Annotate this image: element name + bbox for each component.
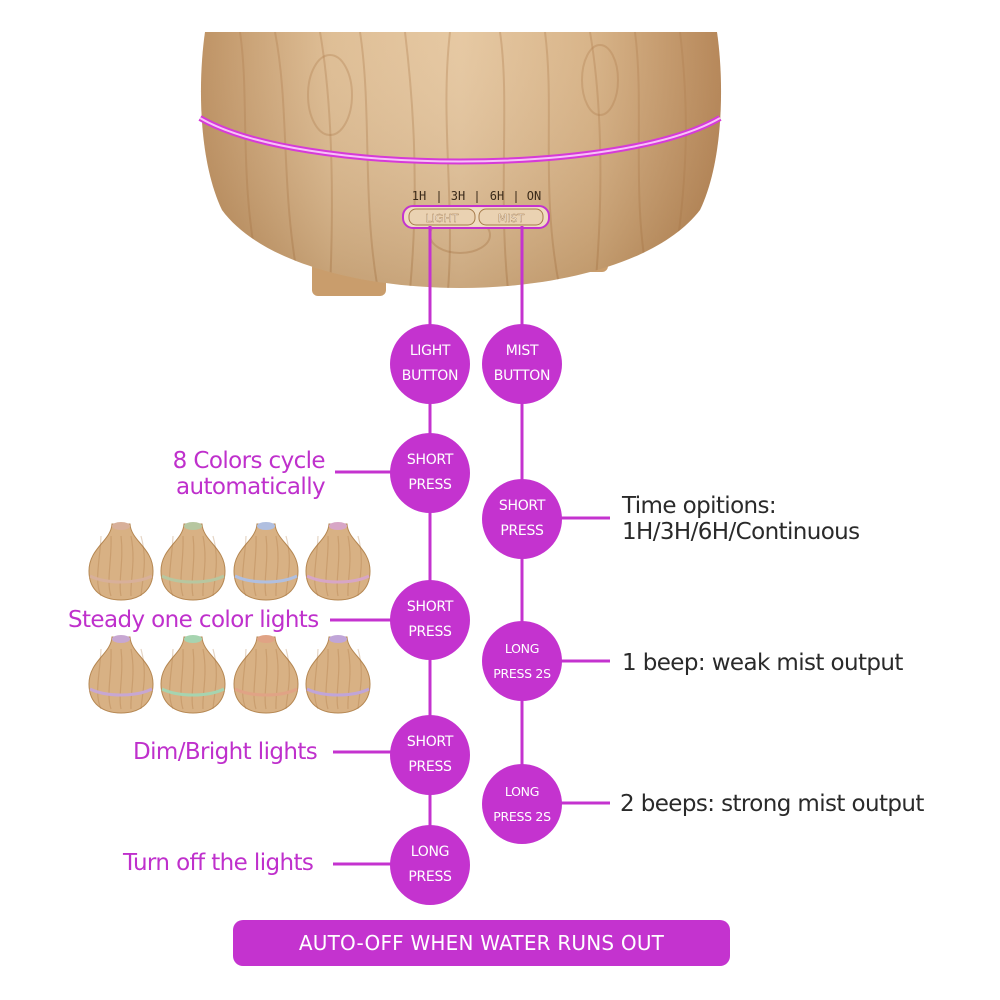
- label-time-options: Time opitions: 1H/3H/6H/Continuous: [622, 493, 860, 545]
- mist-short-press: SHORT PRESS: [482, 479, 562, 559]
- label-dim-bright: Dim/Bright lights: [133, 739, 318, 765]
- light-short-press-1: SHORT PRESS: [390, 433, 470, 513]
- device-light-button[interactable]: [408, 208, 476, 226]
- light-button-circle: LIGHT BUTTON: [390, 324, 470, 404]
- mist-long-press-1: LONG PRESS 2S: [482, 621, 562, 701]
- mini-diffuser: [305, 635, 371, 714]
- diffuser-device: 1H 3H 6H ON LIGHT MIST: [198, 32, 722, 296]
- mini-diffuser: [233, 635, 299, 714]
- light-short-press-2: SHORT PRESS: [390, 580, 470, 660]
- marking-3h: 3H: [451, 189, 465, 203]
- device-light-button-label: LIGHT: [426, 212, 459, 225]
- mist-button-circle: MIST BUTTON: [482, 324, 562, 404]
- label-8-colors-cycle: 8 Colors cycle automatically: [172, 448, 326, 500]
- marking-on: ON: [527, 189, 541, 203]
- mini-diffuser: [160, 522, 226, 601]
- light-long-press: LONG PRESS: [390, 825, 470, 905]
- marking-6h: 6H: [490, 189, 504, 203]
- auto-off-banner: AUTO-OFF WHEN WATER RUNS OUT: [233, 920, 730, 966]
- label-steady-one-color: Steady one color lights: [68, 607, 319, 633]
- mini-diffuser: [160, 635, 226, 714]
- label-turn-off-lights: Turn off the lights: [123, 850, 314, 876]
- mini-diffuser: [88, 522, 154, 601]
- mist-long-press-2: LONG PRESS 2S: [482, 764, 562, 844]
- mini-diffuser: [305, 522, 371, 601]
- label-1-beep: 1 beep: weak mist output: [622, 650, 903, 676]
- mini-diffuser: [233, 522, 299, 601]
- mini-diffuser: [88, 635, 154, 714]
- device-mist-button-label: MIST: [498, 212, 525, 225]
- light-short-press-3: SHORT PRESS: [390, 715, 470, 795]
- marking-1h: 1H: [412, 189, 426, 203]
- label-2-beeps: 2 beeps: strong mist output: [620, 791, 924, 817]
- device-mist-button[interactable]: [478, 208, 544, 226]
